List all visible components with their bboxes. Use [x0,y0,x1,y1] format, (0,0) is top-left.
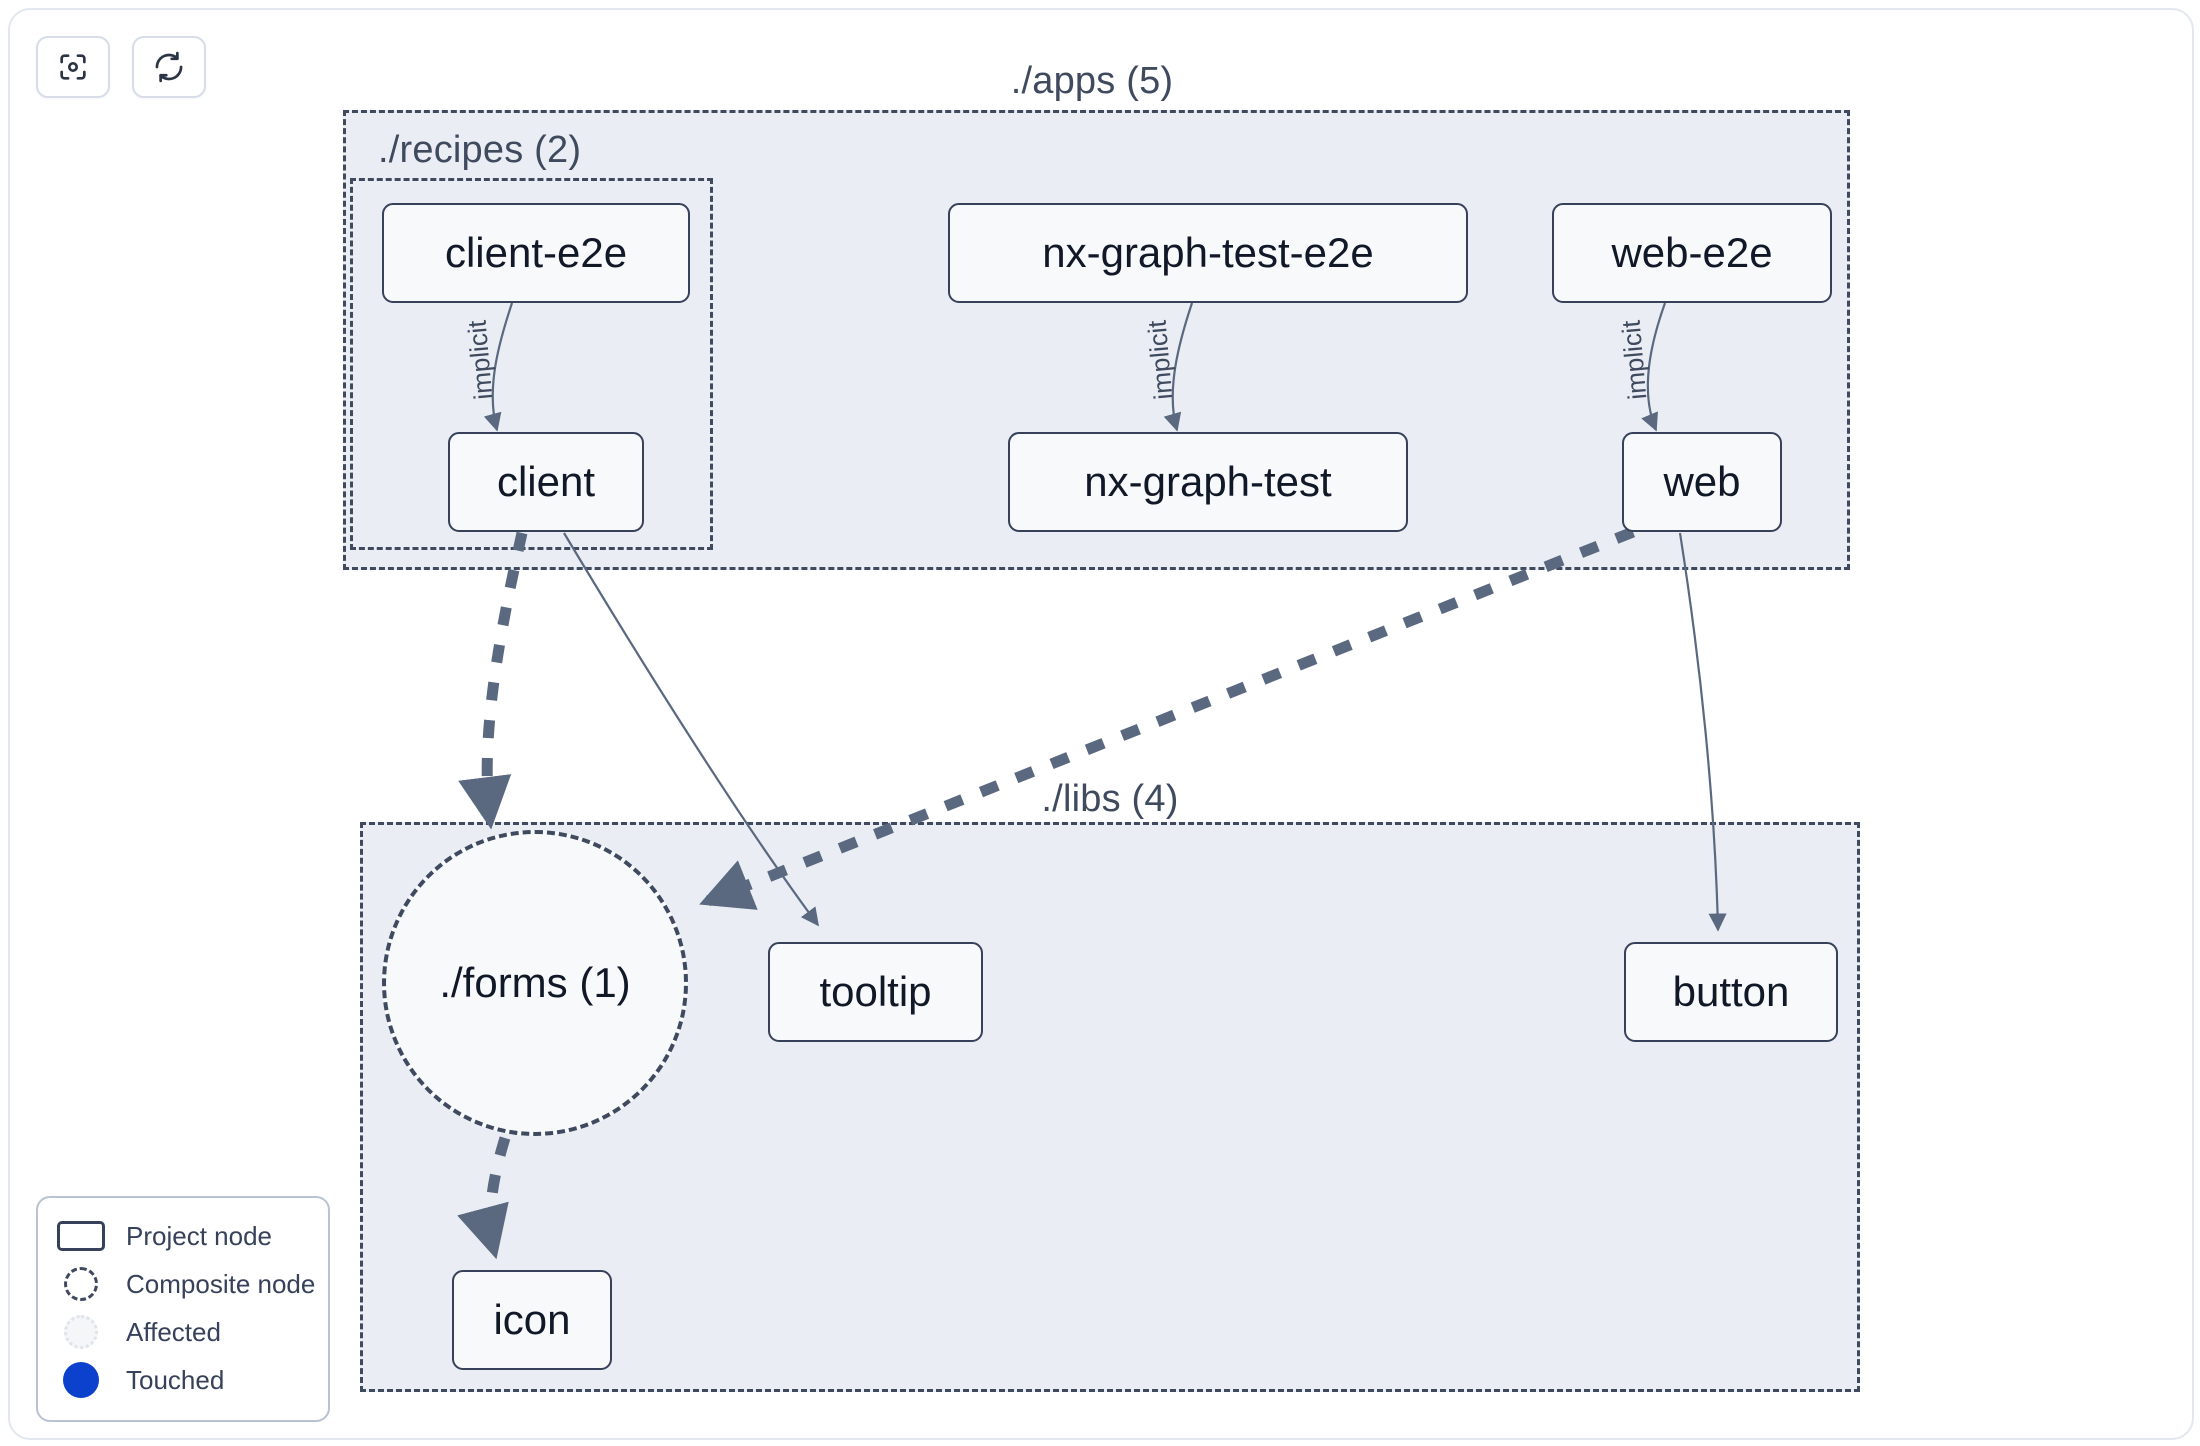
node-label: button [1672,968,1790,1015]
refresh-graph-button[interactable] [132,36,206,98]
container-label-recipes: ./recipes (2) [378,129,582,171]
node-web-e2e[interactable]: web-e2e [1552,203,1832,303]
legend-item-touched: Touched [54,1356,312,1404]
node-tooltip[interactable]: tooltip [768,942,983,1042]
legend-label: Touched [126,1364,225,1395]
node-label: web-e2e [1611,229,1773,276]
node-label: client [496,458,596,505]
node-button[interactable]: button [1624,942,1838,1042]
node-client-e2e[interactable]: client-e2e [382,203,690,303]
node-label: nx-graph-test [1084,458,1332,505]
node-label: nx-graph-test-e2e [1042,229,1374,276]
legend-item-project-node: Project node [54,1212,312,1260]
legend-item-composite-node: Composite node [54,1260,316,1308]
affected-node-symbol-icon [54,1315,108,1349]
touched-node-symbol-icon [54,1362,108,1398]
node-forms-composite[interactable]: ./forms (1) [382,830,688,1136]
container-label-apps: ./apps (5) [1000,62,1184,100]
node-nx-graph-test[interactable]: nx-graph-test [1008,432,1408,532]
graph-legend: Project node Composite node Affected Tou… [36,1196,330,1422]
node-label: tooltip [819,968,932,1015]
edge-label-client-e2e-to-client: implicit [461,319,499,401]
graph-toolbar [36,36,206,98]
edge-client-to-forms [458,531,528,830]
project-node-symbol-icon [54,1221,108,1251]
legend-label: Project node [126,1220,272,1251]
node-nx-graph-test-e2e[interactable]: nx-graph-test-e2e [948,203,1468,303]
node-label: icon [493,1296,571,1343]
legend-item-affected: Affected [54,1308,312,1356]
node-client[interactable]: client [448,432,644,532]
edge-label-web-e2e-to-web: implicit [1615,319,1653,401]
node-label: client-e2e [444,229,628,276]
legend-label: Composite node [126,1268,316,1299]
container-label-libs: ./libs (4) [1031,780,1189,818]
focus-graph-button[interactable] [36,36,110,98]
node-label: web [1663,458,1741,505]
legend-label: Affected [126,1316,221,1347]
composite-node-symbol-icon [54,1267,108,1301]
refresh-sync-icon [152,50,186,84]
node-web[interactable]: web [1622,432,1782,532]
edge-label-nx-graph-test-e2e-to-nx-graph-test: implicit [1141,319,1179,401]
node-icon[interactable]: icon [452,1270,612,1370]
focus-target-icon [56,50,90,84]
node-label: ./forms (1) [439,959,631,1006]
